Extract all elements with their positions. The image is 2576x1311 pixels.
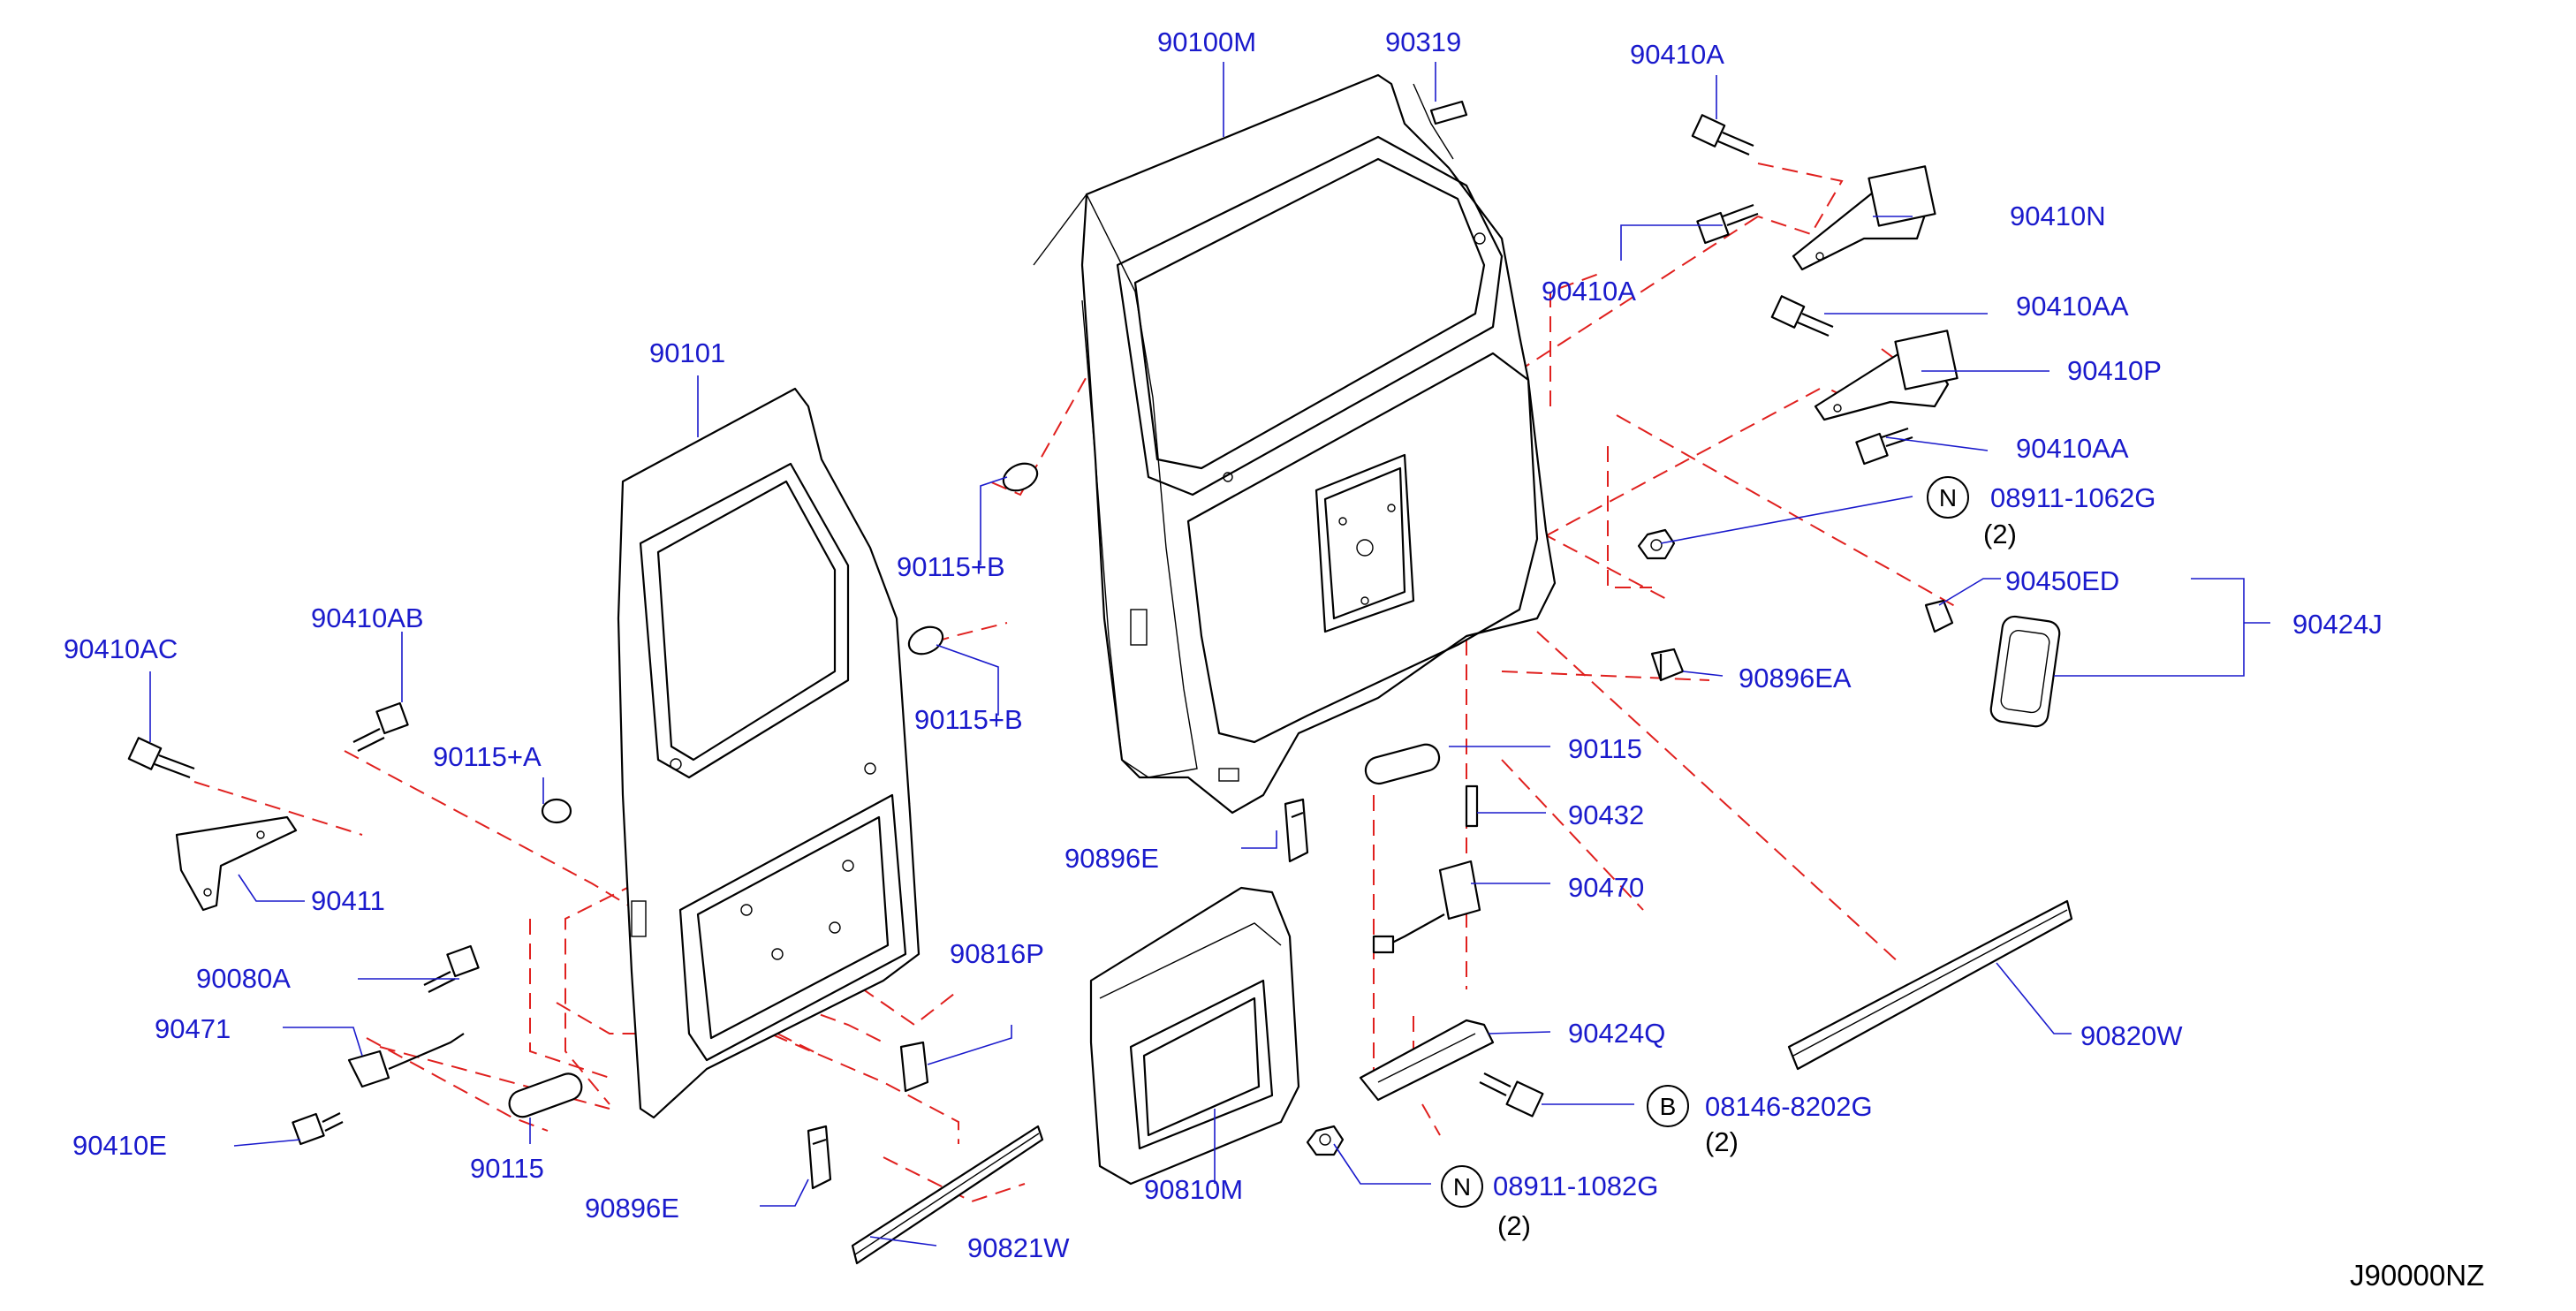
lock-90471-icon — [347, 1033, 465, 1088]
label-90410AB: 90410AB — [311, 602, 424, 633]
label-90410P: 90410P — [2067, 355, 2162, 386]
label-90115B-top: 90115+B — [897, 551, 1005, 582]
label-90410AA-top: 90410AA — [2016, 291, 2129, 322]
label-90410A-top: 90410A — [1630, 39, 1724, 70]
label-90410AA-bot: 90410AA — [2016, 433, 2129, 464]
label-90816P: 90816P — [950, 938, 1044, 969]
label-90820W: 90820W — [2080, 1020, 2183, 1051]
svg-text:N: N — [1453, 1173, 1471, 1201]
badge-B-8202G: B — [1647, 1085, 1689, 1127]
plug-90115B-top-icon — [1002, 462, 1039, 492]
label-90080A: 90080A — [196, 963, 291, 994]
diagram-code: J90000NZ — [2350, 1259, 2484, 1292]
weatherstrip-90821W-icon — [851, 1125, 1044, 1265]
clip-90896EA-icon — [1650, 648, 1685, 682]
svg-text:B: B — [1660, 1093, 1677, 1120]
weatherstrip-90820W-icon — [1787, 899, 2073, 1071]
dashed-guides — [193, 163, 1962, 1203]
label-90115B-mid: 90115+B — [914, 704, 1023, 735]
bolt-90410A-mid-icon — [1696, 203, 1759, 245]
part-labels: 90100M 90319 90410A 90410N 90410A 90410A… — [64, 27, 2383, 1263]
label-90471: 90471 — [155, 1013, 231, 1044]
label-90470: 90470 — [1568, 872, 1644, 903]
door-trim-90810M-icon — [1089, 886, 1300, 1186]
actuator-90470-icon — [1372, 860, 1481, 954]
bolt-90410AB-icon — [352, 701, 409, 752]
plug-90115A-icon — [541, 798, 572, 824]
label-90821W: 90821W — [967, 1232, 1070, 1263]
plug-90115-left-icon — [508, 1072, 583, 1118]
plug-90115-right-icon — [1364, 743, 1441, 785]
bolt-90410AC-icon — [127, 737, 195, 779]
bolt-90080A-icon — [423, 944, 480, 993]
qty-08911-1062G: (2) — [1983, 519, 2017, 549]
label-90100M: 90100M — [1157, 27, 1256, 57]
label-90115-right: 90115 — [1568, 733, 1642, 764]
clip-90896E-bot-icon — [807, 1125, 832, 1190]
nut-08911-1082G-icon — [1306, 1125, 1345, 1156]
badge-N-1082G: N — [1441, 1165, 1483, 1208]
rear-door-panel-90100M-icon — [1033, 73, 1557, 815]
qty-08146-8202G: (2) — [1705, 1126, 1739, 1157]
label-90410E: 90410E — [72, 1130, 167, 1161]
label-90432: 90432 — [1568, 799, 1644, 830]
nut-08911-1062G-icon — [1637, 528, 1676, 560]
label-90410N: 90410N — [2010, 201, 2106, 231]
bolt-90410E-icon — [292, 1112, 344, 1146]
label-08911-1062G: 08911-1062G — [1990, 482, 2156, 513]
badge-N-1062G: N — [1927, 476, 1969, 519]
svg-text:N: N — [1939, 484, 1957, 512]
label-90410AC: 90410AC — [64, 633, 178, 664]
label-90424Q: 90424Q — [1568, 1018, 1665, 1049]
label-08911-1082G: 08911-1082G — [1493, 1171, 1658, 1201]
side-door-panel-90101-icon — [617, 387, 921, 1119]
label-90411: 90411 — [311, 885, 385, 916]
bracket-90424Q-icon — [1359, 1019, 1495, 1102]
hinge-90411-icon — [175, 815, 298, 912]
label-90319: 90319 — [1385, 27, 1461, 57]
label-90115-left: 90115 — [470, 1153, 544, 1184]
label-90896E-mid: 90896E — [1064, 843, 1159, 874]
clip-90450ED-icon — [1924, 599, 1954, 633]
plug-90115B-mid-icon — [907, 625, 944, 656]
label-90410A-mid: 90410A — [1542, 276, 1636, 307]
rod-90432-icon — [1465, 784, 1479, 828]
label-90450ED: 90450ED — [2005, 565, 2119, 596]
leader-lines — [149, 62, 2270, 1247]
handle-90424J-icon — [1989, 615, 2061, 728]
label-90896EA: 90896EA — [1739, 663, 1852, 693]
bolt-08146-icon — [1479, 1072, 1544, 1118]
hinge-90410P-icon — [1814, 330, 1959, 421]
bolt-90410AA-top-icon — [1770, 295, 1834, 337]
label-90810M: 90810M — [1144, 1174, 1243, 1205]
label-90896E-bot: 90896E — [585, 1193, 679, 1224]
label-90115A: 90115+A — [433, 741, 542, 772]
seal-90319-icon — [1429, 100, 1468, 125]
label-08146-8202G: 08146-8202G — [1705, 1091, 1873, 1122]
bolt-90410AA-bot-icon — [1855, 427, 1913, 466]
bolt-icons — [127, 114, 1913, 1146]
hinge-90410N-icon — [1792, 165, 1936, 271]
qty-08911-1082G: (2) — [1497, 1210, 1531, 1241]
label-90101: 90101 — [649, 337, 725, 368]
bolt-90410A-top-icon — [1691, 114, 1754, 156]
clip-90816P-icon — [899, 1041, 929, 1093]
clip-90896E-mid-icon — [1284, 798, 1309, 863]
label-90424J: 90424J — [2292, 609, 2383, 640]
